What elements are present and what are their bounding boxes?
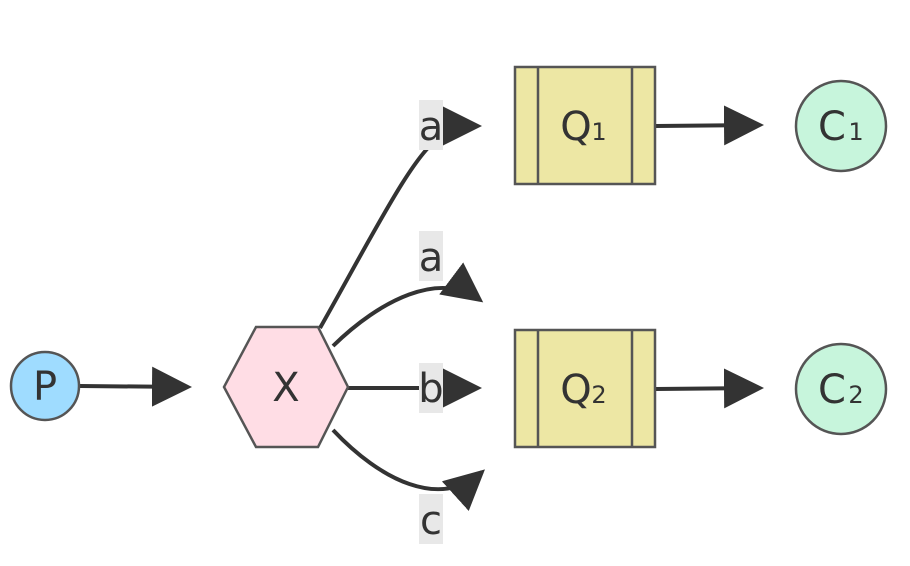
edge-label-text-a1: a — [419, 104, 444, 150]
producer-circle — [9, 350, 81, 422]
exchange-label: X — [272, 365, 299, 411]
consumer2-circle — [794, 342, 888, 436]
consumer1-label: C — [818, 104, 846, 150]
node-queue2: Q 2 — [513, 328, 657, 449]
exchange-hexagon — [222, 325, 350, 449]
queue2-label: Q — [560, 367, 591, 413]
edge-q1-c1 — [655, 105, 764, 146]
queue1-label: Q — [560, 104, 591, 150]
edge-labels: a a b c — [418, 100, 444, 544]
node-consumer1: C 1 — [794, 79, 888, 173]
node-queue1: Q 1 — [513, 65, 657, 186]
producer-label: P — [33, 364, 57, 410]
edge-x-q1-a — [318, 106, 482, 329]
queue2-subscript: 2 — [591, 381, 606, 409]
consumer2-label: C — [818, 367, 846, 413]
edge-label-text-a2: a — [419, 235, 444, 281]
consumer2-subscript: 2 — [848, 381, 863, 409]
edge-label-x-q2-c: c — [419, 494, 443, 544]
edge-x-q2-c — [331, 428, 485, 511]
consumer1-circle — [794, 79, 888, 173]
node-producer: P — [9, 350, 81, 422]
edges — [79, 105, 764, 511]
edge-label-x-q2-b: b — [418, 363, 444, 413]
consumer1-subscript: 1 — [848, 118, 863, 146]
edge-label-text-c: c — [420, 498, 442, 544]
edge-q2-c2 — [655, 368, 764, 409]
edge-x-q2-a — [331, 262, 484, 348]
node-exchange: X — [222, 325, 350, 449]
edge-p-x — [79, 366, 192, 407]
edge-label-x-q1: a — [419, 100, 444, 150]
edge-label-x-q2-a: a — [419, 231, 444, 281]
edge-label-text-b: b — [418, 366, 443, 412]
queue1-subscript: 1 — [591, 118, 606, 146]
node-consumer2: C 2 — [794, 342, 888, 436]
